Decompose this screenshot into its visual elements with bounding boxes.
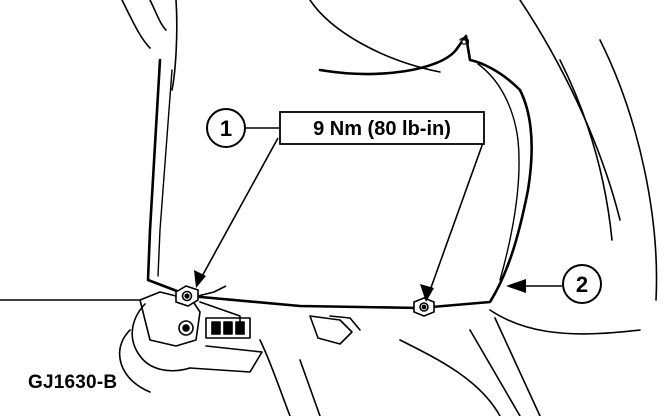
callout-2-number: 2 — [576, 272, 588, 297]
background-body-lines — [0, 0, 658, 416]
callout-1: 1 — [206, 108, 246, 148]
arrowheads — [194, 270, 526, 302]
torque-label-box: 9 Nm (80 lb-in) — [279, 111, 485, 145]
callout-2: 2 — [526, 264, 602, 304]
cover-panel — [146, 34, 533, 310]
fastener-left — [175, 285, 227, 307]
callout-1-number: 1 — [220, 116, 232, 141]
figure-id: GJ1630-B — [28, 372, 118, 393]
leader-lines — [199, 127, 485, 297]
fastener-right — [413, 297, 435, 317]
torque-label: 9 Nm (80 lb-in) — [313, 118, 451, 140]
